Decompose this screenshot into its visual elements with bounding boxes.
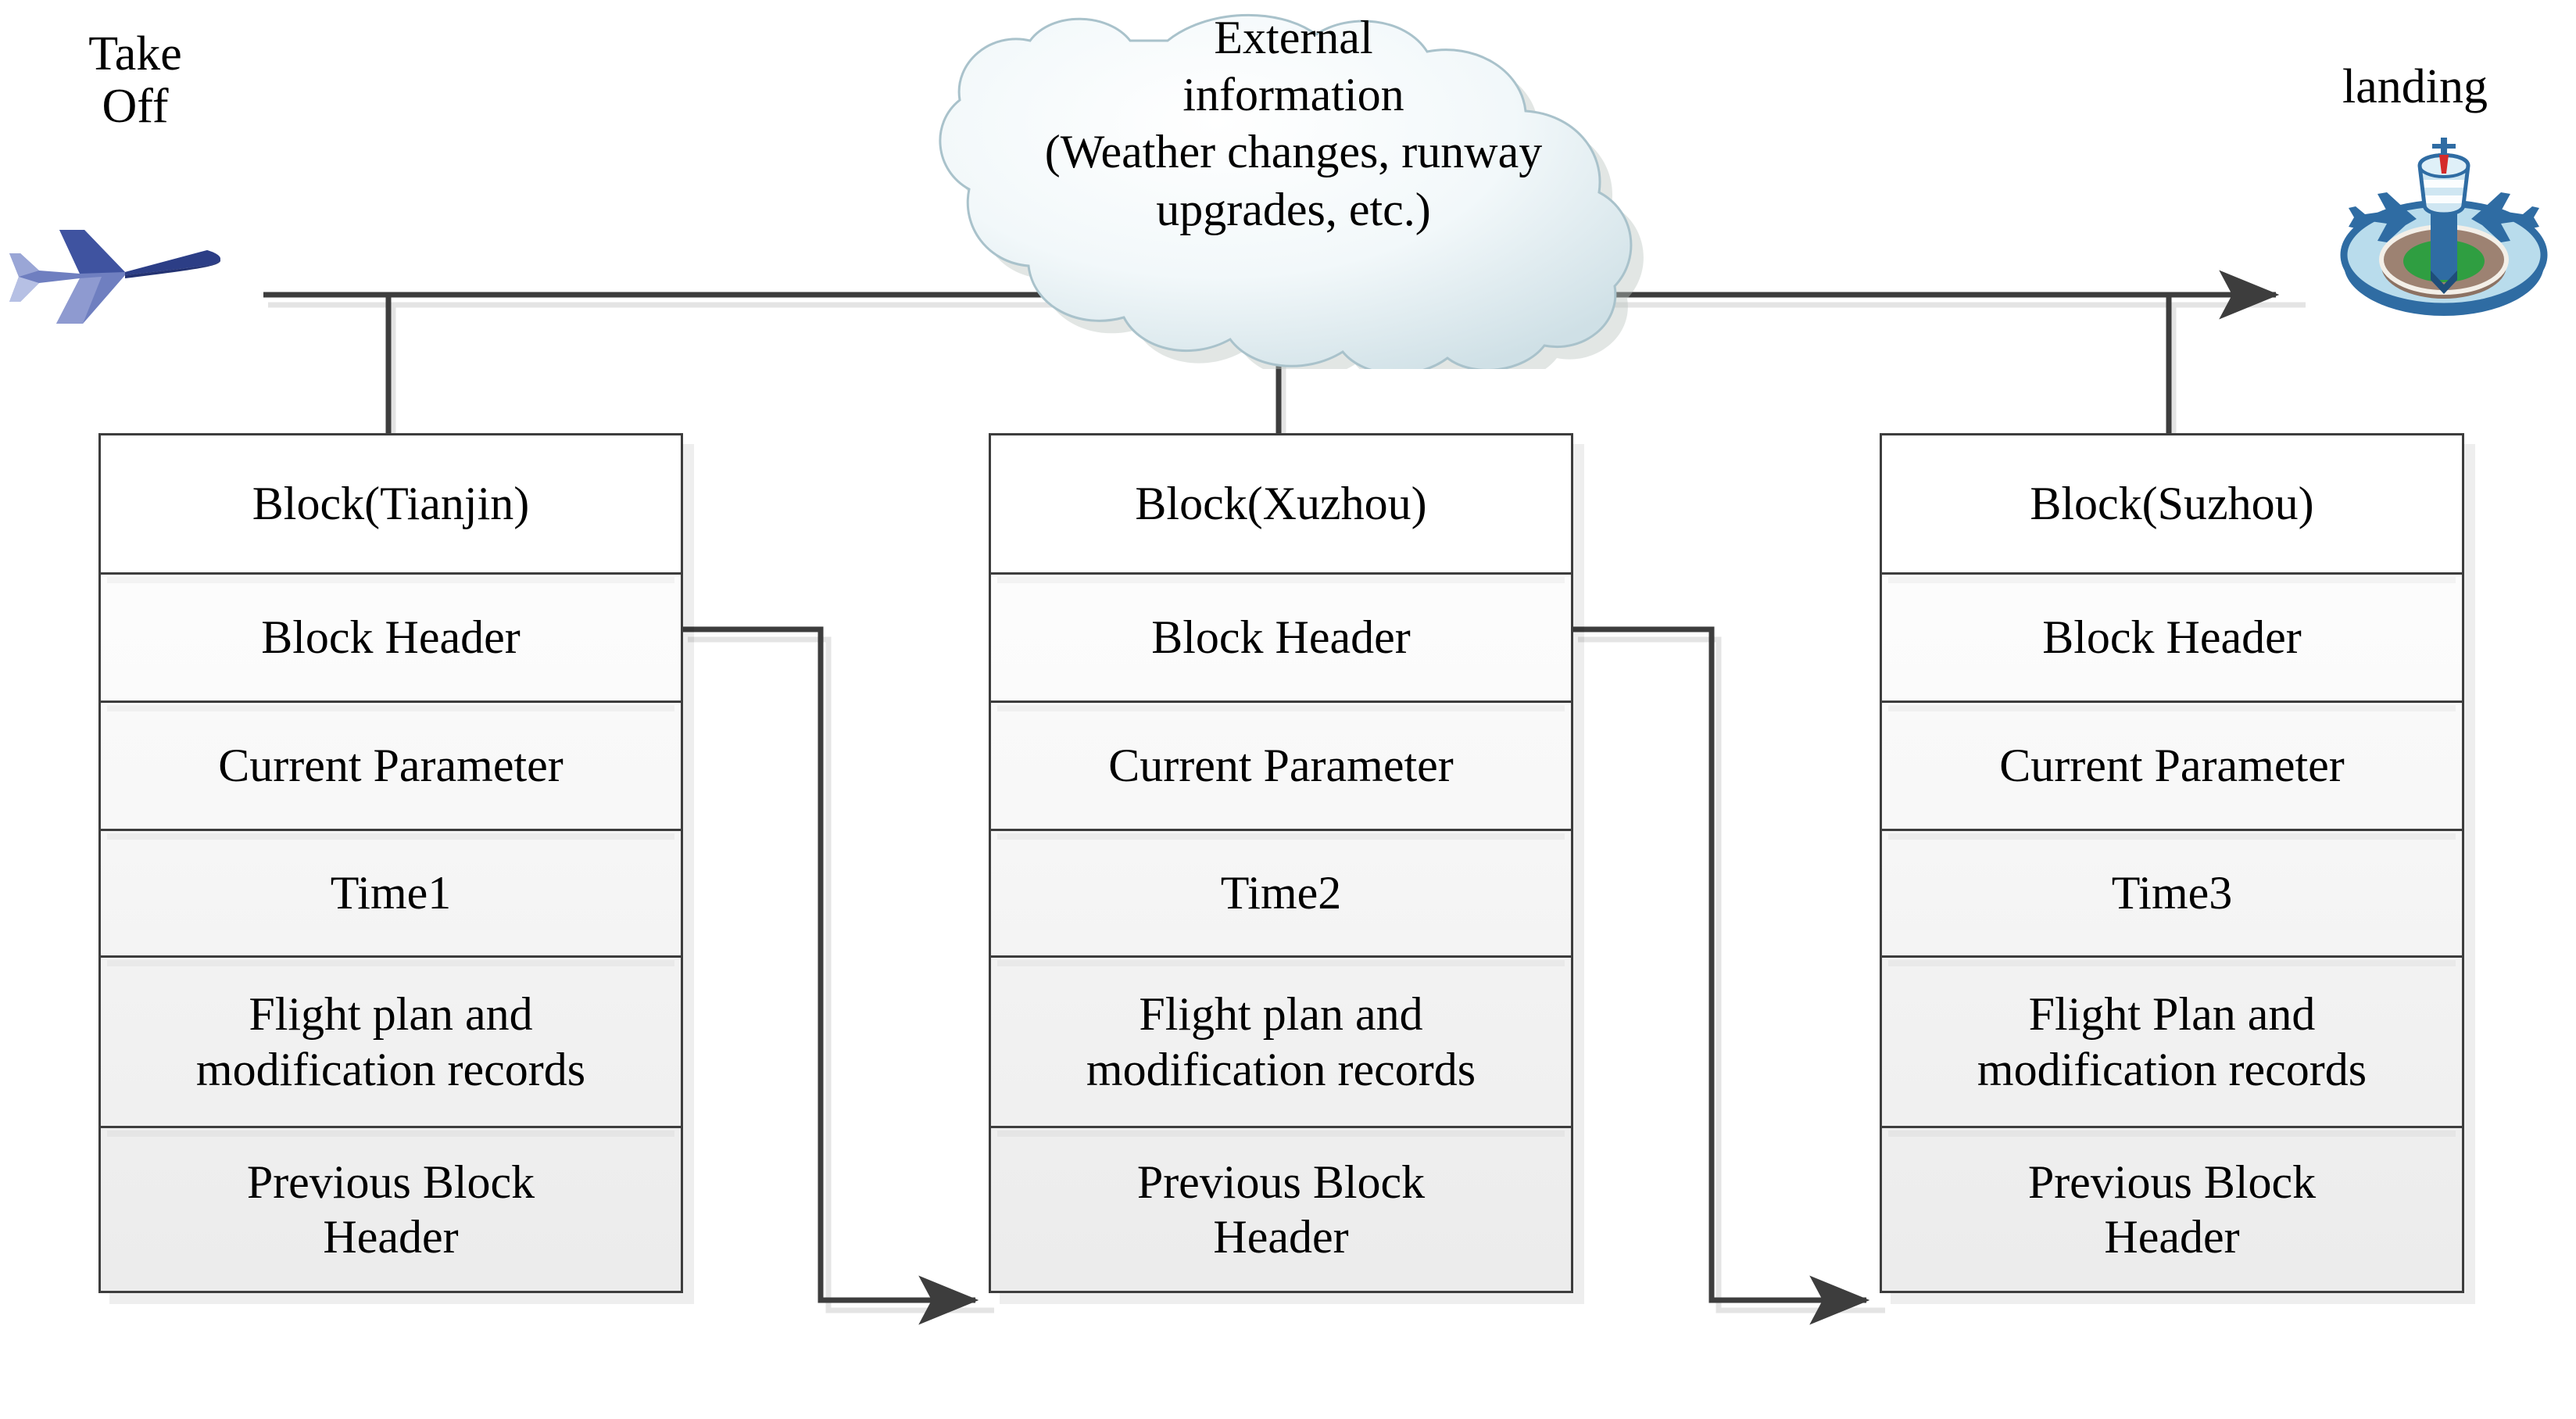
block-header-row: Block Header [1880, 572, 2464, 701]
current-parameter-text: Current Parameter [1108, 740, 1454, 792]
block-header-text: Block Header [2042, 611, 2302, 664]
block-title-row: Block(Suzhou) [1880, 433, 2464, 572]
airplane-icon [8, 210, 227, 335]
previous-block-header-text: Previous Block Header [1136, 1156, 1426, 1263]
block-title-text: Block(Tianjin) [252, 478, 530, 530]
flight-plan-text: Flight plan and modification records [1086, 988, 1476, 1095]
flight-plan-row: Flight plan and modification records [989, 955, 1573, 1126]
current-parameter-row: Current Parameter [98, 701, 683, 829]
time-row: Time3 [1880, 829, 2464, 955]
current-parameter-row: Current Parameter [989, 701, 1573, 829]
block-xuzhou: Block(Xuzhou) Block Header Current Param… [989, 433, 1573, 1293]
control-tower-icon [2338, 117, 2549, 328]
block-title-text: Block(Xuzhou) [1135, 478, 1427, 530]
cloud-shape [828, 2, 1766, 369]
block-tianjin: Block(Tianjin) Block Header Current Para… [98, 433, 683, 1293]
take-off-label: Take Off [88, 27, 182, 133]
block-header-text: Block Header [261, 611, 521, 664]
time-row: Time2 [989, 829, 1573, 955]
previous-block-header-row: Previous Block Header [1880, 1126, 2464, 1293]
flight-plan-row: Flight Plan and modification records [1880, 955, 2464, 1126]
previous-block-header-text: Previous Block Header [246, 1156, 535, 1263]
current-parameter-text: Current Parameter [218, 740, 564, 792]
flight-plan-text: Flight Plan and modification records [1977, 988, 2367, 1095]
block-header-2-to-prev-header-3 [1573, 626, 1870, 1325]
block-suzhou: Block(Suzhou) Block Header Current Param… [1880, 433, 2464, 1293]
block-header-1-to-prev-header-2 [682, 626, 979, 1325]
block-header-row: Block Header [98, 572, 683, 701]
block-title-text: Block(Suzhou) [2030, 478, 2314, 530]
current-parameter-row: Current Parameter [1880, 701, 2464, 829]
time-text: Time3 [2111, 867, 2233, 919]
cloud-text: External information (Weather changes, r… [1044, 12, 1543, 235]
block-title-row: Block(Xuzhou) [989, 433, 1573, 572]
block-header-text: Block Header [1151, 611, 1411, 664]
time-row: Time1 [98, 829, 683, 955]
landing-label: landing [2342, 60, 2488, 113]
previous-block-header-row: Previous Block Header [98, 1126, 683, 1293]
flight-plan-text: Flight plan and modification records [195, 988, 586, 1095]
time-text: Time1 [330, 867, 452, 919]
block-header-row: Block Header [989, 572, 1573, 701]
block-title-row: Block(Tianjin) [98, 433, 683, 572]
flight-plan-row: Flight plan and modification records [98, 955, 683, 1126]
time-text: Time2 [1220, 867, 1342, 919]
previous-block-header-row: Previous Block Header [989, 1126, 1573, 1293]
previous-block-header-text: Previous Block Header [2027, 1156, 2317, 1263]
current-parameter-text: Current Parameter [1999, 740, 2345, 792]
